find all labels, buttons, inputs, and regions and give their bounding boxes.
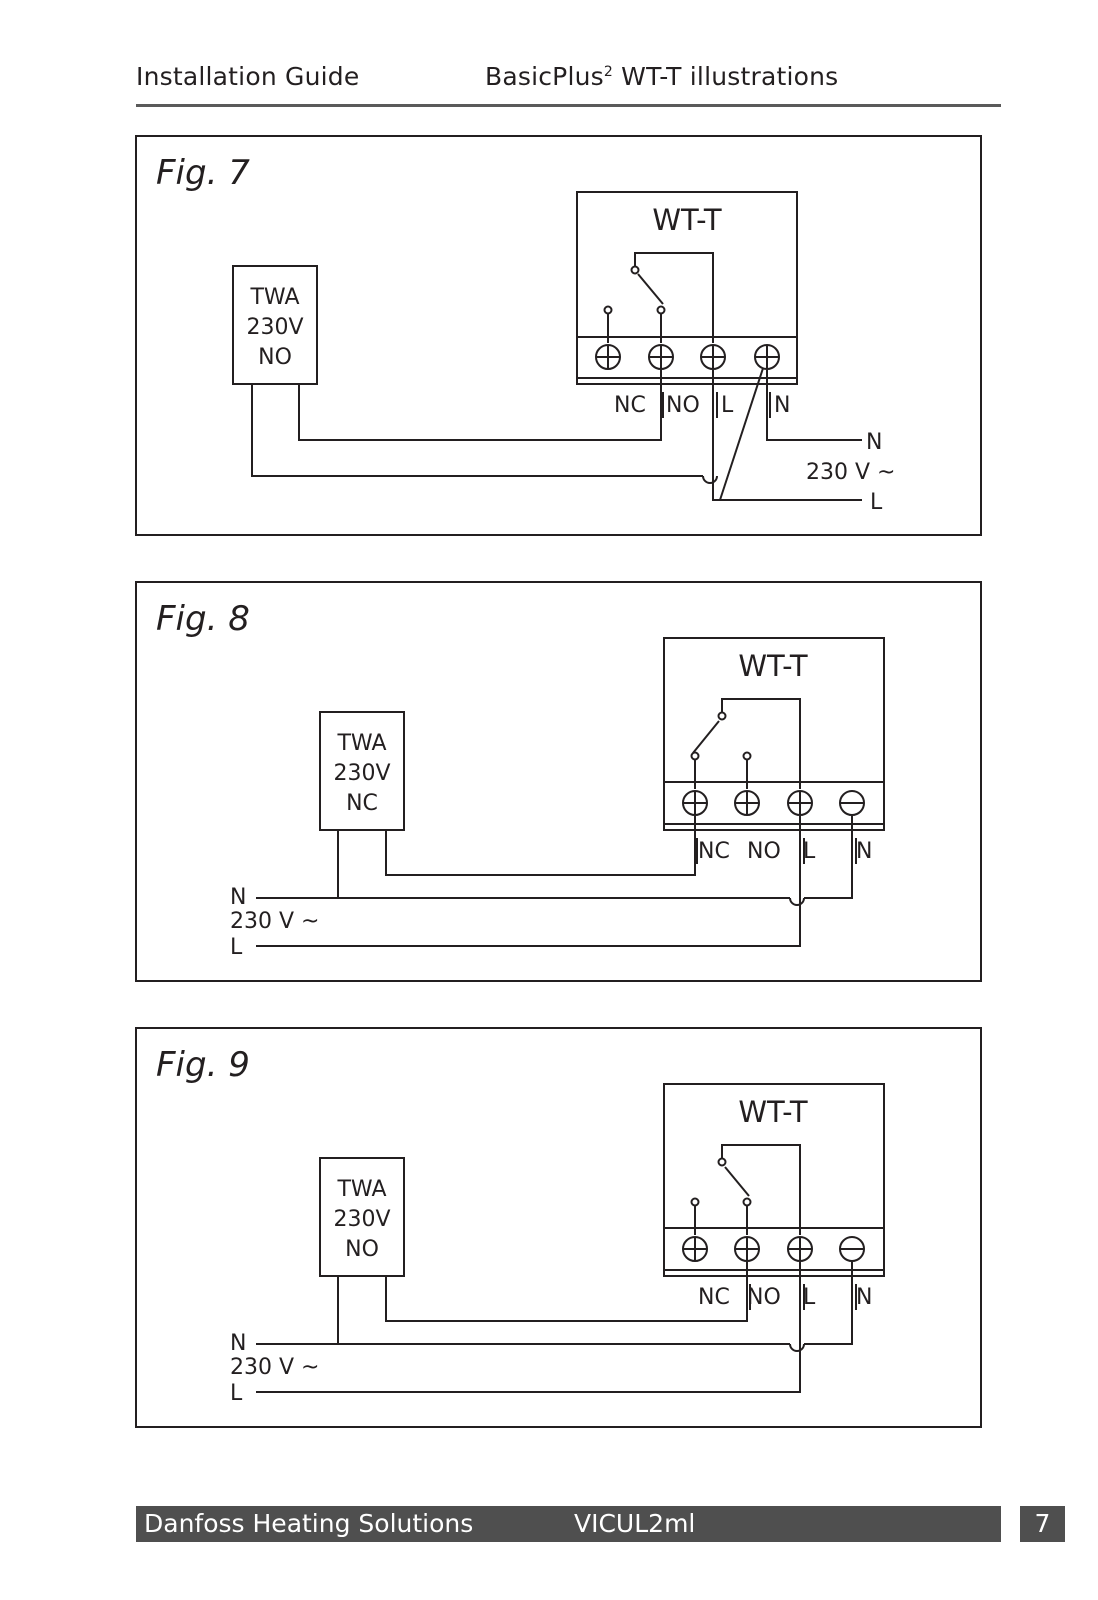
figure-9-twa-box xyxy=(319,1157,405,1277)
page-number: 7 xyxy=(1020,1506,1065,1542)
figure-7-wtt-box xyxy=(576,191,798,385)
figure-8-label-n: N xyxy=(856,839,872,864)
header-subtitle-rest: WT-T illustrations xyxy=(613,62,839,91)
figure-9-diagram: Fig. 9 WT-T TWA 230V NO NC NO L N N 230 … xyxy=(135,1027,982,1428)
figure-7-frame xyxy=(135,135,982,536)
header-subtitle: BasicPlus2 WT-T illustrations xyxy=(485,62,838,91)
figure-8-label-no: NO xyxy=(747,839,781,864)
figure-7-supply-voltage: 230 V ~ xyxy=(806,460,895,485)
header-subtitle-main: BasicPlus xyxy=(485,62,604,91)
figure-8-twa-line2: 230V xyxy=(333,761,390,786)
figure-9-label-no: NO xyxy=(747,1285,781,1310)
figure-9-device-label: WT-T xyxy=(738,1095,808,1129)
figure-8-twa-line3: NC xyxy=(346,791,378,816)
figure-8-device-label: WT-T xyxy=(738,649,808,683)
figure-7-label-nc: NC xyxy=(614,393,646,418)
figure-9-wtt-box xyxy=(663,1083,885,1277)
figure-9-supply-l: L xyxy=(230,1381,243,1406)
figure-8-supply-l: L xyxy=(230,935,243,960)
figure-8-title: Fig. 8 xyxy=(156,599,250,639)
figure-7-label-l: L xyxy=(721,393,734,418)
figure-7-supply-l: L xyxy=(870,490,883,515)
figure-7-label-n: N xyxy=(774,393,790,418)
figure-7-diagram: Fig. 7 WT-T TWA 230V NO NC NO L N N 230 … xyxy=(135,135,982,536)
figure-7-twa-line3: NO xyxy=(258,345,292,370)
figure-9-twa-line1: TWA xyxy=(336,1177,386,1202)
figure-8-twa-line1: TWA xyxy=(336,731,386,756)
header-subtitle-sup: 2 xyxy=(603,64,613,80)
figure-7-twa-box xyxy=(232,265,318,385)
figure-7-label-no: NO xyxy=(666,393,700,418)
figure-8-label-nc: NC xyxy=(698,839,730,864)
header-title: Installation Guide xyxy=(136,62,360,91)
figure-7-title: Fig. 7 xyxy=(156,153,250,193)
footer-code: VICUL2ml xyxy=(574,1509,696,1538)
figure-8-supply-n: N xyxy=(230,885,246,910)
figure-9-twa-line2: 230V xyxy=(333,1207,390,1232)
figure-9-title: Fig. 9 xyxy=(156,1045,250,1085)
figure-9-label-nc: NC xyxy=(698,1285,730,1310)
header-rule xyxy=(136,104,1001,107)
figure-8-frame xyxy=(135,581,982,982)
footer-bar: Danfoss Heating Solutions VICUL2ml xyxy=(136,1506,1001,1542)
figure-8-supply-voltage: 230 V ~ xyxy=(230,909,319,934)
figure-8-twa-box xyxy=(319,711,405,831)
figure-9-frame xyxy=(135,1027,982,1428)
figure-8-diagram: Fig. 8 WT-T TWA 230V NC NC NO L N N 230 … xyxy=(135,581,982,982)
figure-8-wtt-box xyxy=(663,637,885,831)
figure-9-twa-line3: NO xyxy=(345,1237,379,1262)
figure-9-supply-n: N xyxy=(230,1331,246,1356)
figure-9-label-n: N xyxy=(856,1285,872,1310)
figure-8-label-l: L xyxy=(803,839,816,864)
figure-7-supply-n: N xyxy=(866,430,882,455)
footer-company: Danfoss Heating Solutions xyxy=(144,1509,474,1538)
figure-9-label-l: L xyxy=(803,1285,816,1310)
figure-7-twa-line2: 230V xyxy=(246,315,303,340)
figure-7-device-label: WT-T xyxy=(652,203,722,237)
figure-7-twa-line1: TWA xyxy=(249,285,299,310)
figure-9-supply-voltage: 230 V ~ xyxy=(230,1355,319,1380)
